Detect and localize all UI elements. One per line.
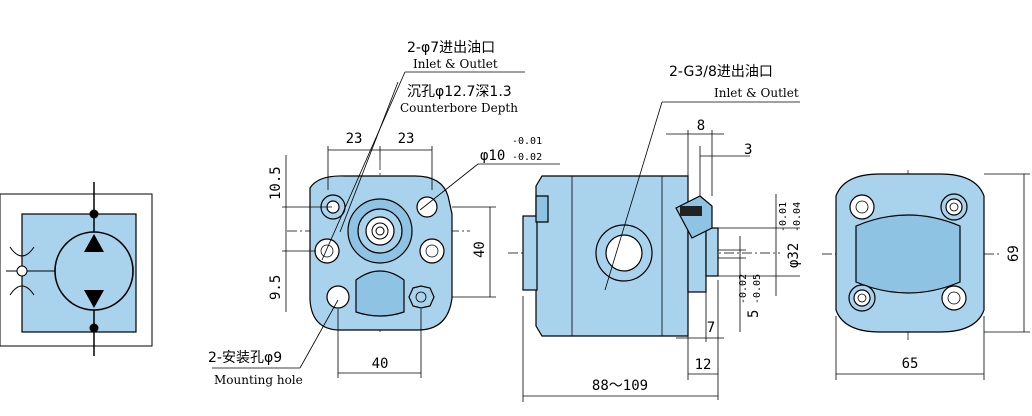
mounting-hole-label-cn: 2-安装孔φ9 [208, 350, 282, 366]
key-tol-upper: -0.02 [738, 274, 749, 304]
overall-length: 88～109 [592, 378, 648, 394]
port-label-cn: 2-G3/8进出油口 [669, 64, 773, 80]
inlet-label-en: Inlet & Outlet [413, 57, 498, 71]
dim-7: 7 [707, 320, 715, 336]
dim-40-vertical: 40 [472, 241, 488, 258]
shaft-tol-upper: -0.01 [512, 136, 542, 147]
shaft-tol-lower: -0.02 [512, 152, 542, 163]
up-arrow-icon [84, 234, 104, 252]
depth-label-en: Depth [481, 101, 518, 115]
mounting-hole-label-en: Mounting hole [214, 373, 303, 387]
hydraulic-pump-symbol [0, 182, 153, 356]
counterbore-label-cn: 沉孔φ12.7深1.3 [407, 84, 512, 100]
dim-40-horizontal: 40 [372, 356, 389, 372]
dim-23-left: 23 [346, 131, 363, 147]
side-view: 8 3 2-G3/8进出油口 Inlet & Outlet φ32 -0.01 … [508, 64, 803, 402]
dim-12: 12 [695, 357, 712, 373]
counterbore-label-en: Counterbore [400, 101, 477, 115]
dim-9-5: 9.5 [268, 275, 284, 300]
shaft-diameter: φ10 [480, 148, 505, 164]
front-view: 23 23 10.5 9.5 40 40 φ10 -0.01 -0.02 2-φ… [208, 40, 560, 387]
down-arrow-icon [84, 290, 104, 308]
rear-view: 69 65 [822, 170, 1030, 380]
dim-8: 8 [697, 118, 705, 134]
pilot-tol-upper: -0.01 [778, 202, 789, 232]
dim-3: 3 [744, 142, 752, 158]
dim-65: 65 [902, 356, 919, 372]
inlet-label-cn: 2-φ7进出油口 [407, 40, 495, 56]
key-tol-lower: -0.05 [752, 274, 763, 304]
key-dim: 5 [746, 310, 762, 318]
dim-10-5: 10.5 [268, 166, 284, 200]
dim-23-right: 23 [398, 131, 415, 147]
pilot-diameter: φ32 [786, 243, 802, 268]
port-label-en: Inlet & Outlet [714, 86, 799, 100]
pilot-tol-lower: -0.04 [792, 202, 803, 232]
dim-69: 69 [1006, 245, 1022, 262]
